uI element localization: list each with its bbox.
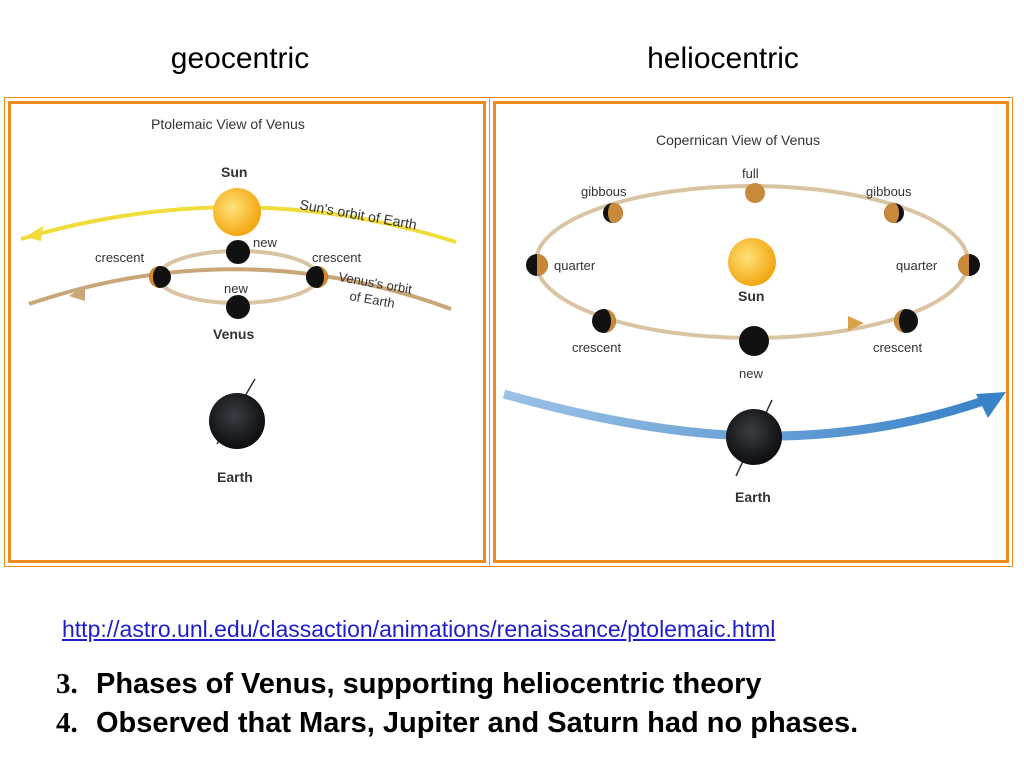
copernican-sun-icon: [728, 238, 776, 286]
copernican-diagram: Copernican View of Venus Sun full gibbou…: [502, 132, 1006, 505]
heliocentric-heading: heliocentric: [647, 42, 799, 75]
venus-orbit-arrow-icon: [69, 286, 85, 301]
sun-icon: [213, 188, 261, 236]
ptolemaic-panel: Ptolemaic View of Venus Sun Sun's orbit …: [4, 97, 490, 567]
venus-new-bottom-icon: [226, 295, 250, 319]
ptolemaic-sun-label: Sun: [221, 164, 247, 180]
gibbous-left-label: gibbous: [581, 184, 627, 199]
venus-label: Venus: [213, 326, 254, 342]
venus-quarter-right-lit: [958, 254, 969, 276]
venus-crescent-right-big-lit: [894, 309, 906, 333]
quarter-right-label: quarter: [896, 258, 938, 273]
point-3: 3. Phases of Venus, supporting heliocentr…: [56, 668, 762, 701]
quarter-left-label: quarter: [554, 258, 596, 273]
sun-orbit-label: Sun's orbit of Earth: [298, 196, 418, 232]
venus-crescent-left-lit: [149, 266, 160, 288]
venus-crescent-left-big-icon: [592, 309, 616, 333]
venus-crescent-right-icon: [306, 266, 328, 288]
earth-orbit-arrow-icon: [976, 392, 1006, 418]
venus-gibbous-right-lit: [884, 203, 899, 223]
full-label: full: [742, 166, 759, 181]
ptolemaic-earth-label: Earth: [217, 469, 253, 485]
orbit-direction-arrow-icon: [848, 316, 864, 331]
venus-orbit-path: [28, 267, 452, 311]
copernican-panel: Copernican View of Venus Sun full gibbou…: [489, 97, 1013, 567]
point-4: 4. Observed that Mars, Jupiter and Saturn…: [56, 707, 858, 740]
ptolemaic-title: Ptolemaic View of Venus: [151, 116, 305, 132]
venus-crescent-left-big-lit: [604, 309, 616, 333]
venus-full-icon: [745, 183, 765, 203]
copernican-earth-label: Earth: [735, 489, 771, 505]
geocentric-heading: geocentric: [170, 42, 310, 75]
gibbous-right-label: gibbous: [866, 184, 912, 199]
source-link[interactable]: http://astro.unl.edu/classaction/animati…: [62, 616, 776, 642]
venus-new-top-label: new: [253, 235, 277, 250]
venus-gibbous-left-lit: [608, 203, 623, 223]
venus-quarter-left-lit: [537, 254, 548, 276]
venus-crescent-left-icon: [149, 266, 171, 288]
point-3-text: Phases of Venus, supporting heliocentric…: [96, 668, 762, 700]
crescent-left-big-label: crescent: [572, 340, 622, 355]
crescent-left-label: crescent: [95, 250, 145, 265]
copernican-earth-icon: [726, 409, 782, 465]
venus-new-icon: [739, 326, 769, 356]
sun-orbit-arrow-icon: [25, 226, 43, 241]
point-3-number: 3.: [56, 668, 78, 700]
venus-crescent-right-big-icon: [894, 309, 918, 333]
ptolemaic-diagram: Ptolemaic View of Venus Sun Sun's orbit …: [20, 116, 457, 485]
point-4-text: Observed that Mars, Jupiter and Saturn h…: [96, 707, 859, 739]
venus-new-bottom-label: new: [224, 281, 248, 296]
crescent-right-big-label: crescent: [873, 340, 923, 355]
point-4-number: 4.: [56, 707, 78, 739]
new-label: new: [739, 366, 763, 381]
copernican-sun-label: Sun: [738, 288, 764, 304]
copernican-title: Copernican View of Venus: [656, 132, 820, 148]
venus-crescent-right-lit: [317, 266, 328, 288]
earth-icon: [209, 393, 265, 449]
venus-new-top-icon: [226, 240, 250, 264]
crescent-right-label: crescent: [312, 250, 362, 265]
